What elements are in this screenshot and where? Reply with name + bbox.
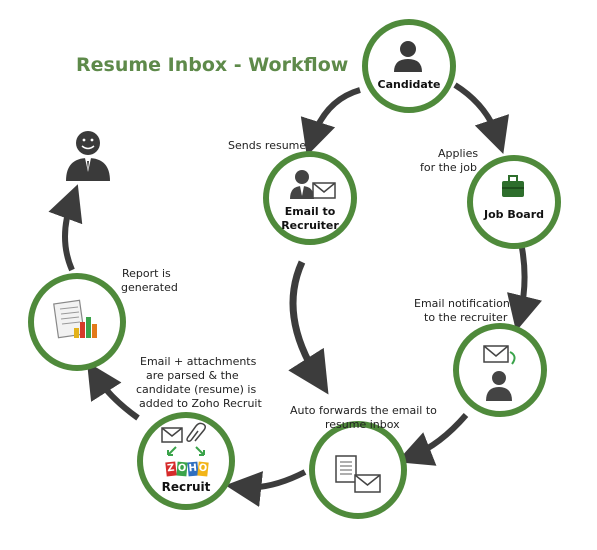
- report-chart-icon: [53, 299, 97, 339]
- step-parsed-line4: added to Zoho Recruit: [139, 397, 262, 410]
- zoho-letter-h: H: [186, 461, 198, 477]
- arrow-candidate-to-jobboard: [453, 82, 509, 154]
- zoho-letter-z: Z: [165, 461, 177, 477]
- zoho-letter-o1: O: [176, 461, 188, 477]
- briefcase-icon: [502, 175, 524, 197]
- job-board-label: Job Board: [483, 208, 545, 221]
- document-with-envelope-icon: [335, 455, 381, 493]
- step-applies-line1: Applies: [438, 147, 479, 160]
- arrow-email-to-inbox: [288, 260, 329, 395]
- arrow-jobboard-to-notification: [507, 247, 543, 332]
- diagram-title: Resume Inbox - Workflow: [76, 54, 349, 76]
- arrow-report-to-person: [48, 184, 83, 272]
- person-with-envelope-icon: [290, 170, 336, 199]
- person-icon: [394, 41, 422, 72]
- node-resume-inbox: [309, 421, 407, 519]
- envelope-paperclip-zoho-recruit-icon: [161, 422, 207, 456]
- node-job-board: [467, 155, 561, 249]
- node-email-to-recruiter: [263, 151, 357, 245]
- step-parsed-line1: Email + attachments: [140, 355, 257, 368]
- node-recruiter-notification: [453, 323, 547, 417]
- zoho-recruit-label: Recruit: [161, 480, 211, 494]
- step-parsed-line2: are parsed & the: [146, 369, 239, 382]
- arrow-notification-to-inbox: [396, 413, 469, 466]
- node-candidate: [362, 19, 456, 113]
- step-report-line1: Report is: [122, 267, 171, 280]
- step-parsed-line3: candidate (resume) is: [136, 383, 257, 396]
- smiling-person-icon: [66, 131, 110, 181]
- arrow-candidate-to-email: [300, 87, 361, 156]
- zoho-logo: Z O H O: [165, 461, 209, 477]
- step-auto-forwards-line2: resume inbox: [325, 418, 400, 431]
- envelope-and-person-icon: [483, 345, 516, 401]
- email-to-recruiter-label-line1: Email to: [284, 205, 336, 218]
- step-report-line2: generated: [121, 281, 178, 294]
- step-auto-forwards-line1: Auto forwards the email to: [290, 404, 437, 417]
- arrow-inbox-to-zoho: [225, 469, 307, 507]
- step-email-notification-line2: to the recruiter: [424, 311, 508, 324]
- step-sends-resume: Sends resume: [228, 139, 307, 152]
- node-zoho-recruit: [137, 412, 235, 510]
- node-report: [28, 273, 126, 371]
- arrow-zoho-to-report: [86, 361, 140, 421]
- candidate-label: Candidate: [377, 78, 441, 91]
- step-email-notification-line1: Email notification: [414, 297, 510, 310]
- email-to-recruiter-label-line2: Recruiter: [281, 219, 339, 232]
- step-applies-line2: for the job: [420, 161, 477, 174]
- zoho-letter-o2: O: [197, 461, 209, 477]
